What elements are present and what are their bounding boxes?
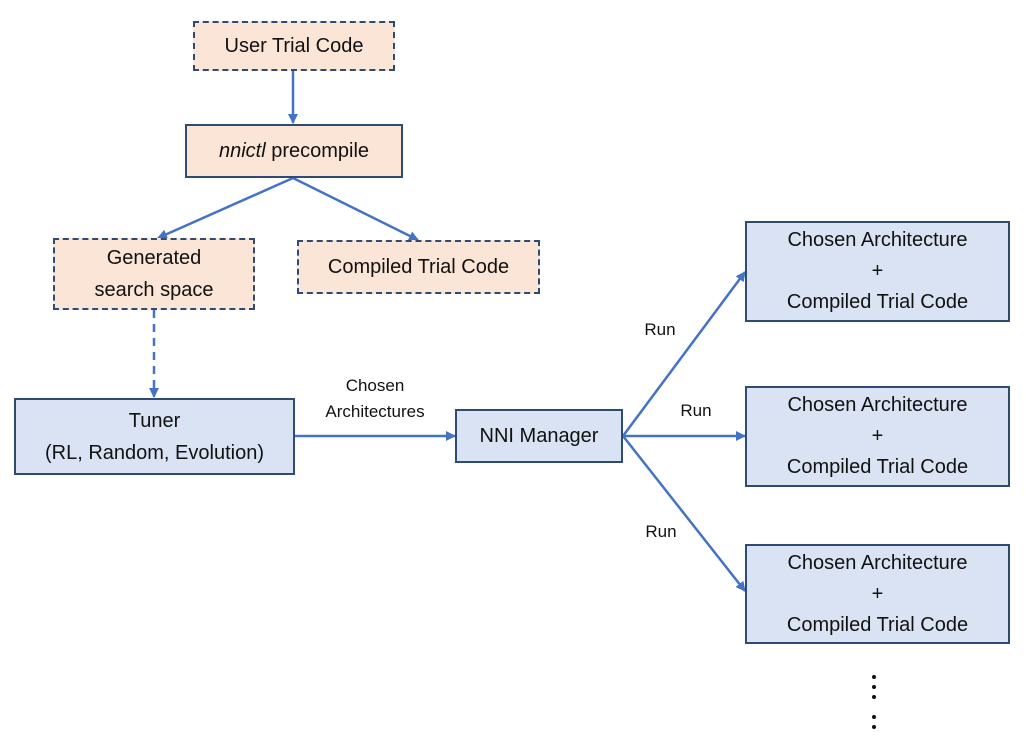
generated-search-space-node: Generated search space (53, 238, 255, 310)
tuner-algorithms: (RL, Random, Evolution) (45, 441, 264, 464)
trial-2-code: Compiled Trial Code (786, 456, 969, 478)
arrow-manager-to-trial-3 (622, 435, 746, 592)
precompile-action-label: precompile (265, 140, 370, 162)
trial-3-code: Compiled Trial Code (786, 613, 969, 636)
generated-line2: search space (94, 279, 214, 301)
run-label-middle: Run (680, 401, 712, 420)
arrow-precompile-to-generated (157, 176, 294, 240)
arrow-manager-to-trial-1 (621, 271, 747, 437)
trial-2-architecture: Chosen Architecture (787, 394, 968, 416)
arrow-precompile-to-compiled (292, 176, 419, 242)
tuner-node: Tuner (RL, Random, Evolution) (14, 398, 295, 475)
compiled-trial-code-label: Compiled Trial Code (327, 256, 510, 278)
more-trials-ellipsis (868, 672, 880, 732)
chosen-architectures-edge-label: Chosen Architectures (305, 373, 445, 425)
precompile-command-label: nnictl (218, 140, 266, 162)
user-trial-code-label: User Trial Code (224, 35, 364, 57)
trial-3-architecture: Chosen Architecture (787, 551, 968, 574)
trial-1-code: Compiled Trial Code (786, 291, 969, 313)
trial-1-architecture: Chosen Architecture (787, 229, 968, 251)
chosen-line1: Chosen (345, 376, 405, 395)
trial-1-plus: + (871, 260, 884, 282)
nni-manager-label: NNI Manager (479, 425, 599, 447)
trial-3-plus: + (871, 582, 884, 605)
generated-line1: Generated (106, 247, 202, 269)
user-trial-code-node: User Trial Code (193, 21, 395, 71)
nni-manager-node: NNI Manager (455, 409, 623, 463)
trial-node-3: Chosen Architecture + Compiled Trial Cod… (745, 544, 1010, 644)
trial-node-1: Chosen Architecture + Compiled Trial Cod… (745, 221, 1010, 322)
run-label-top: Run (644, 320, 676, 339)
compiled-trial-code-node: Compiled Trial Code (297, 240, 540, 294)
run-label-bottom: Run (645, 522, 677, 541)
trial-2-plus: + (871, 425, 884, 447)
trial-node-2: Chosen Architecture + Compiled Trial Cod… (745, 386, 1010, 487)
chosen-line2: Architectures (325, 402, 425, 421)
tuner-title: Tuner (128, 409, 181, 432)
precompile-node: nnictl precompile (185, 124, 403, 178)
